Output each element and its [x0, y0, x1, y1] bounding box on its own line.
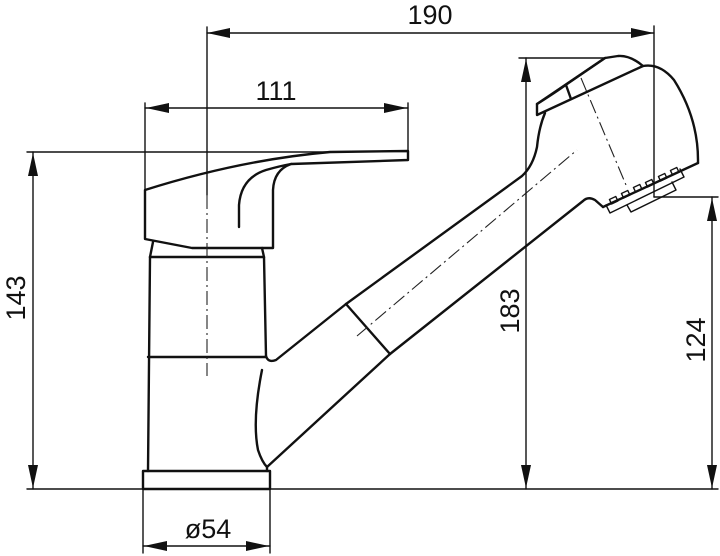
dimension-label-54: ø54	[185, 514, 232, 544]
dimension-183: 183	[495, 57, 606, 490]
dimension-label-111: 111	[255, 76, 296, 106]
dimension-label-124: 124	[681, 317, 711, 362]
base-ring	[141, 469, 272, 491]
dimension-143: 143	[1, 151, 331, 490]
dimension-label-143: 143	[1, 275, 31, 320]
dimension-111: 111	[144, 76, 409, 191]
pull-out-spout	[264, 111, 605, 469]
dimension-label-190: 190	[407, 0, 452, 30]
center-lines	[206, 26, 627, 376]
dimension-124: 124	[681, 196, 717, 490]
lever-handle	[143, 149, 410, 259]
dimension-190: 190	[206, 0, 719, 198]
dimension-label-183: 183	[495, 288, 525, 333]
dimension-diameter-54: ø54	[142, 488, 271, 554]
aerator	[605, 166, 685, 214]
